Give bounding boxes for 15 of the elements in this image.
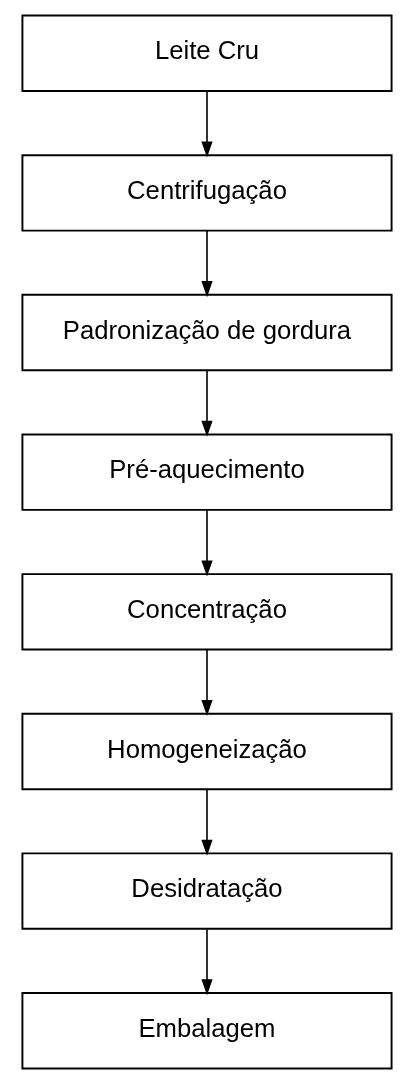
arrow [200, 90, 213, 158]
node-box: Leite Cru [20, 14, 393, 92]
arrow [200, 230, 213, 298]
arrow [200, 509, 213, 577]
node-box: Embalagem [20, 992, 393, 1070]
arrow [200, 788, 213, 856]
node-box: Desidratação [20, 852, 393, 930]
arrow [200, 928, 213, 996]
arrow [200, 369, 213, 437]
arrow [200, 649, 213, 717]
node-box: Concentração [20, 573, 393, 651]
node-box: Centrifugação [20, 154, 393, 232]
node-box: Pré-aquecimento [20, 433, 393, 511]
node-box: Homogeneização [20, 712, 393, 791]
node-box: Padronização de gordura [20, 293, 393, 372]
